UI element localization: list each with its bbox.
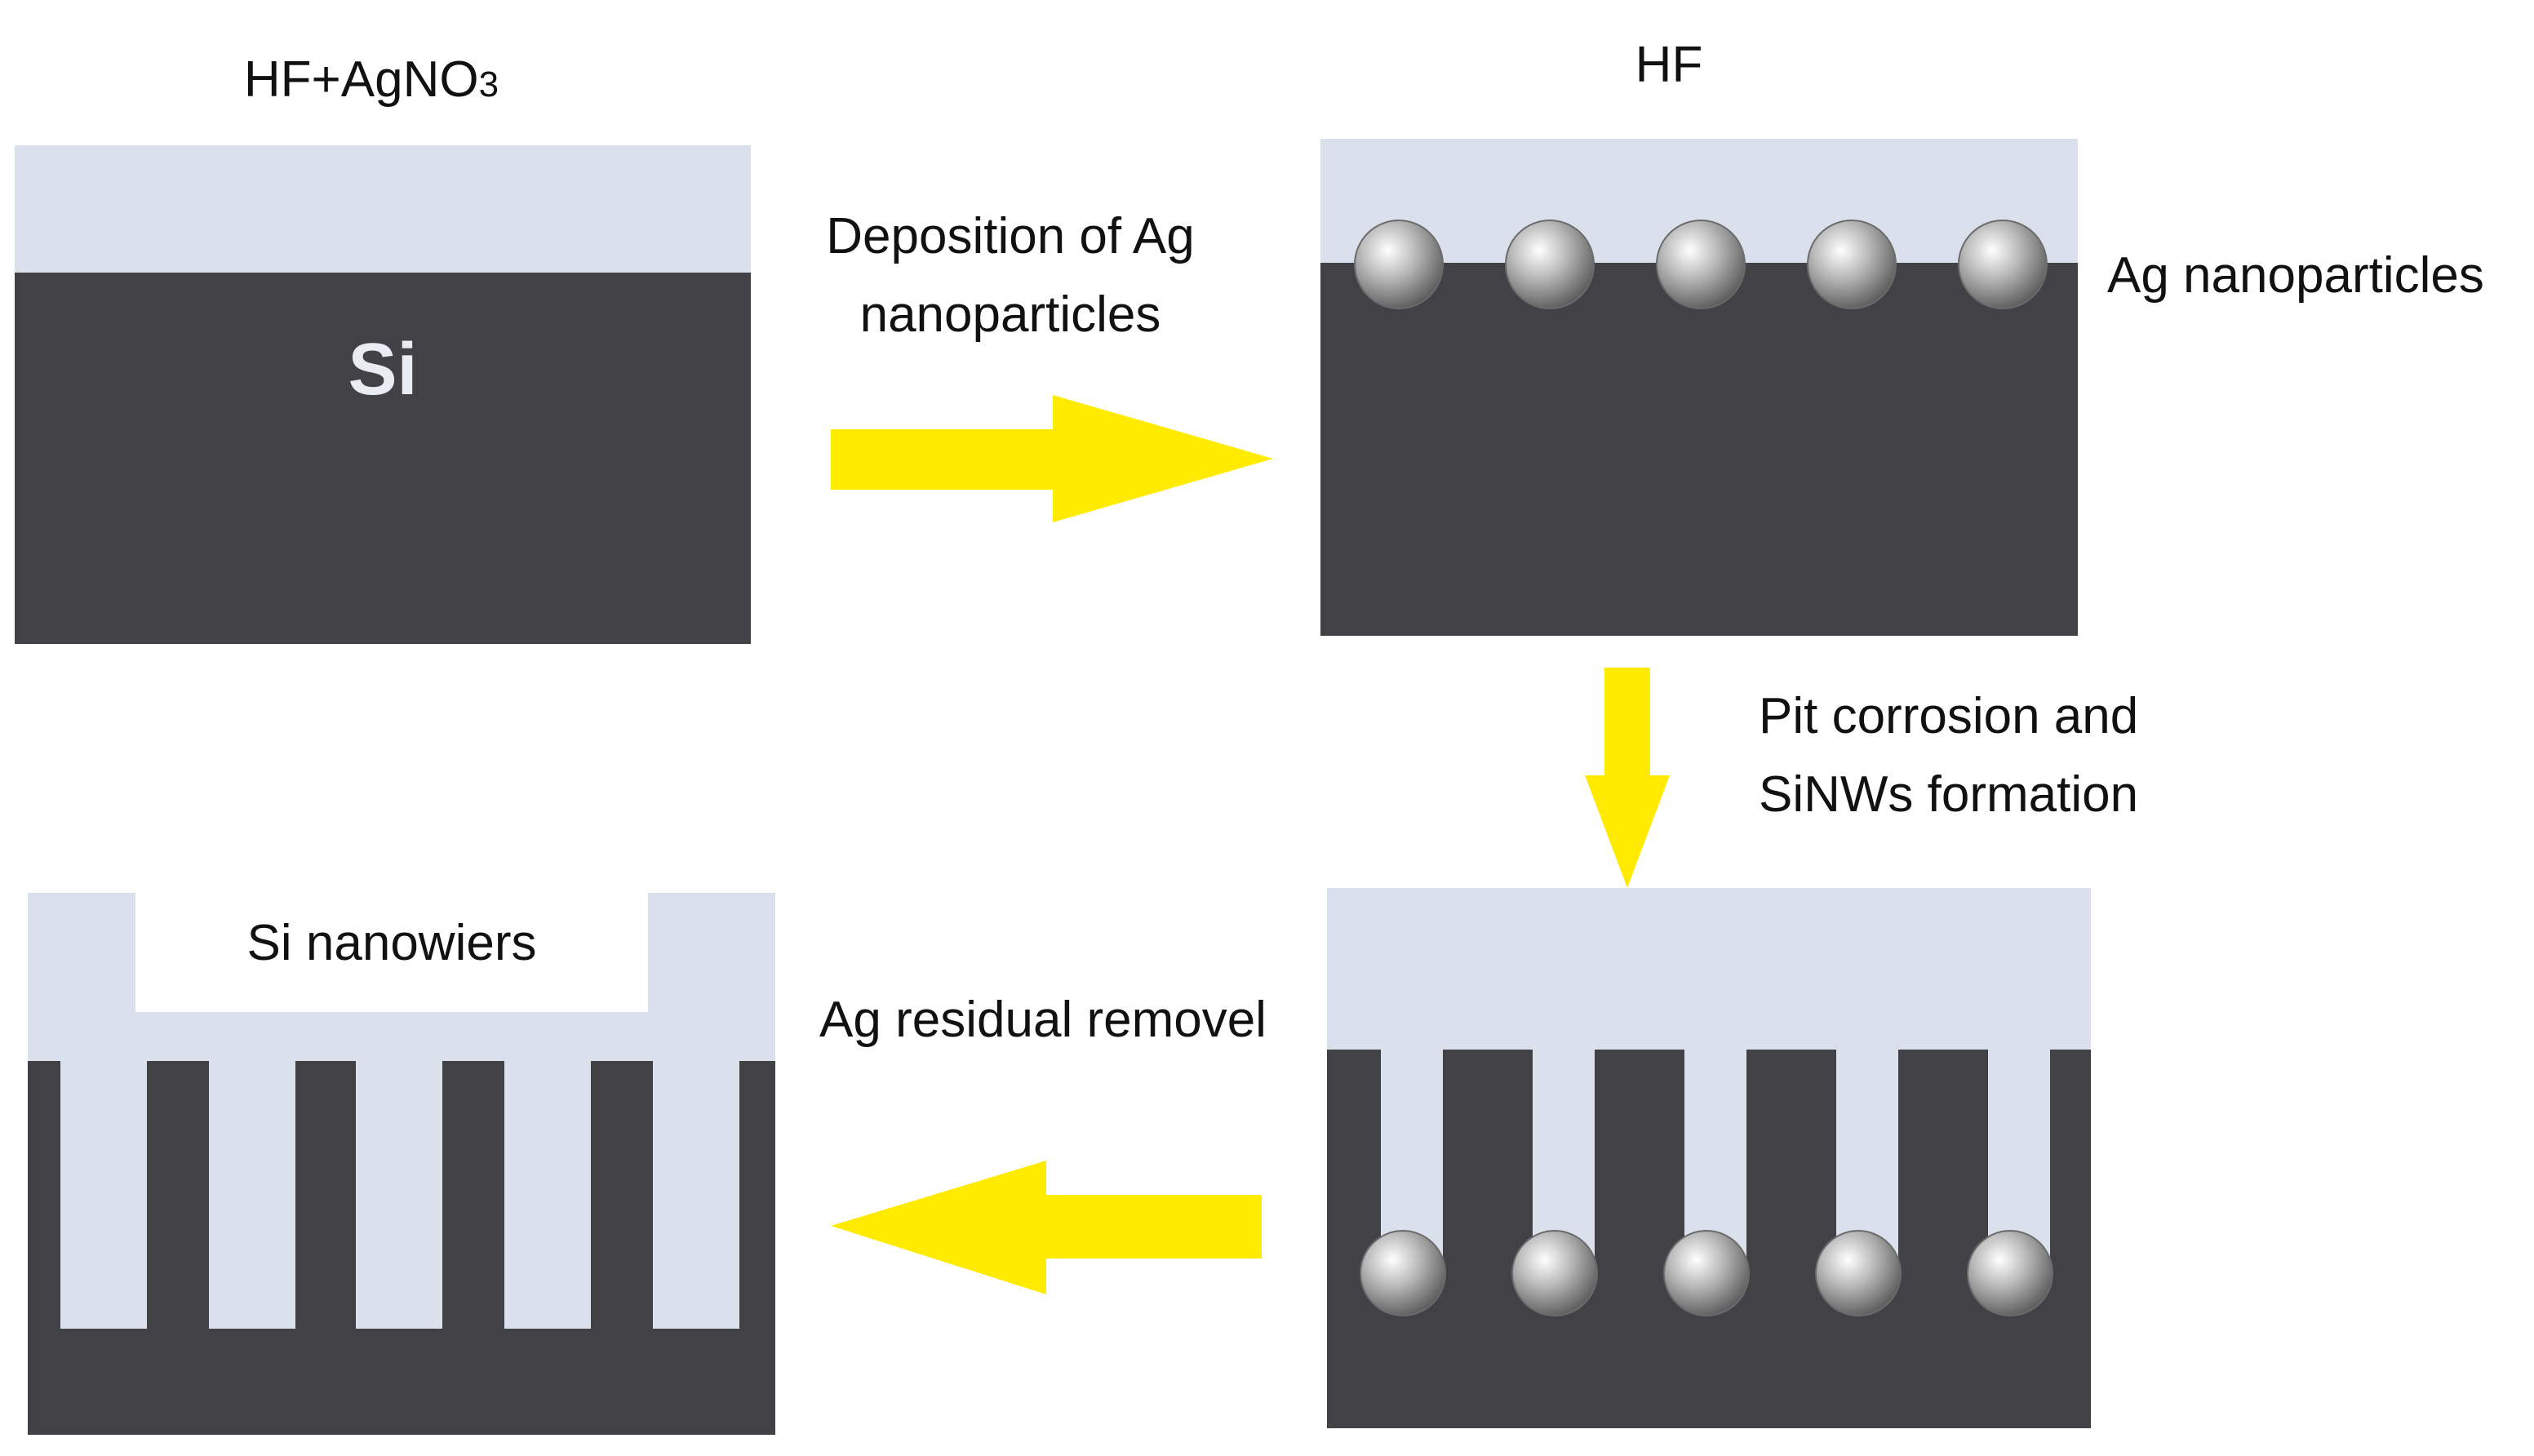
ag-nanoparticle [1656, 220, 1746, 309]
down-arrow-icon [1585, 668, 1670, 888]
si-nanowires-label: Si nanowiers [247, 915, 537, 971]
solution-region-around-nanowires [28, 893, 775, 1329]
solution-label-hf: HF [1635, 37, 1703, 93]
etching-label-line2: SiNWs formation [1759, 766, 2138, 823]
ag-nanoparticle [1663, 1230, 1750, 1316]
panel-pit-corrosion [1327, 888, 2091, 1428]
ag-nanoparticle [1511, 1230, 1598, 1316]
ag-nanoparticle [1360, 1230, 1446, 1316]
deposition-label-line2: nanoparticles [860, 286, 1161, 343]
solution-layer [15, 145, 751, 273]
left-arrow-icon [831, 1161, 1262, 1294]
arrow-deposition: Deposition of Ag nanoparticles [826, 208, 1273, 522]
deposition-label-line1: Deposition of Ag [826, 208, 1195, 264]
solution-label-hf-agno3: HF+AgNO3 [244, 51, 499, 108]
silicon-substrate [15, 273, 751, 644]
panel-ag-deposited: HF Ag nanoparticles [1320, 37, 2484, 636]
ag-nanoparticle [1354, 220, 1444, 309]
panel-si-nanowires: Si nanowiers [28, 893, 775, 1435]
arrow-ag-removal: Ag residual removel [819, 992, 1267, 1294]
removal-label: Ag residual removel [819, 992, 1267, 1048]
ag-nanoparticle [1807, 220, 1897, 309]
ag-nanoparticle-row [1360, 1230, 2053, 1316]
si-substrate-label: Si [348, 329, 417, 411]
panel-initial-substrate: Si HF+AgNO3 [15, 51, 751, 644]
ag-nanoparticle [1958, 220, 2048, 309]
etching-label-line1: Pit corrosion and [1759, 688, 2138, 744]
ag-nanoparticle [1967, 1230, 2053, 1316]
right-arrow-icon [831, 395, 1273, 522]
ag-nanoparticle [1815, 1230, 1902, 1316]
etched-solution-region [1327, 888, 2091, 1303]
ag-nanoparticle-row [1354, 220, 2048, 309]
arrow-etching: Pit corrosion and SiNWs formation [1585, 668, 2138, 888]
silicon-substrate [1320, 263, 2078, 636]
ag-nanoparticle [1505, 220, 1595, 309]
ag-nanoparticles-label: Ag nanoparticles [2107, 247, 2484, 304]
